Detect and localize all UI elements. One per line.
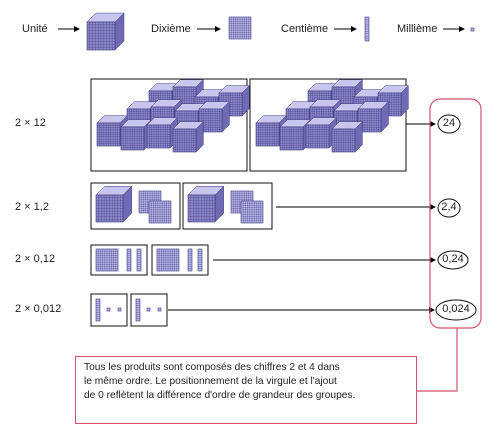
- unit-cube-icon: [120, 119, 152, 151]
- legend-arrow-1: [58, 26, 80, 32]
- product-value-1: 24: [442, 117, 456, 129]
- legend-label-hundredth: Centième: [281, 23, 329, 35]
- unit-cube-icon: [95, 185, 133, 223]
- product-value-2: 2,4: [441, 201, 457, 213]
- product-ellipse-1: [437, 114, 461, 134]
- legend-label-unit: Unité: [22, 23, 48, 35]
- legend-icons: [58, 12, 475, 51]
- unit-cube-group-1: [90, 78, 250, 172]
- unit-cube-icon: [187, 185, 225, 223]
- note-line-1: Tous les produits sont composés des chif…: [84, 362, 340, 373]
- note-connector-line: [417, 328, 458, 392]
- product-value-3: 0,24: [442, 253, 464, 265]
- note-line-3: de 0 reflètent la différence d'ordre de …: [84, 390, 356, 401]
- product-ellipse-3: [437, 250, 469, 270]
- tenth-flat-icon: [156, 248, 180, 272]
- hundredth-rod-icon: [126, 248, 132, 272]
- arrow-row-4: [168, 307, 435, 313]
- unit-cube-icon: [198, 101, 230, 133]
- unit-cube-icon: [357, 101, 389, 133]
- legend-arrow-4: [443, 26, 465, 32]
- unit-cube-group-2: [249, 78, 409, 172]
- product-ellipse-2: [437, 198, 461, 218]
- legend-label-tenth: Dixième: [151, 23, 191, 35]
- tenth-flat-icon: [95, 248, 119, 272]
- tenth-flat-icon: [148, 200, 172, 224]
- products-highlight-box: [429, 98, 482, 329]
- arrows: [168, 121, 436, 313]
- legend-arrow-3: [334, 26, 357, 32]
- thousandth-small-cube-icon: [106, 307, 111, 312]
- row-expression-4: 2 × 0,012: [15, 303, 62, 315]
- thousandth-small-cube-icon: [470, 27, 475, 32]
- hundredths-group-2: [151, 244, 209, 276]
- unit-cube-icon: [255, 115, 287, 147]
- unit-cube-icon: [86, 12, 125, 51]
- thousandth-small-cube-icon: [157, 307, 162, 312]
- tenths-group-2: [182, 182, 273, 230]
- block-groups: [90, 78, 409, 327]
- arrow-row-1: [406, 121, 436, 127]
- hundredth-rod-icon: [187, 248, 193, 272]
- legend-label-thousandth: Millième: [397, 23, 438, 35]
- hundredth-rod-icon: [197, 248, 203, 272]
- thousandth-small-cube-icon: [146, 307, 151, 312]
- note-line-2: le même ordre. Le positionnement de la v…: [84, 376, 337, 387]
- row-expression-2: 2 × 1,2: [15, 201, 49, 213]
- hundredth-rod-icon: [95, 298, 101, 322]
- thousandths-group-2: [130, 293, 168, 327]
- row-expression-3: 2 × 0,12: [15, 253, 56, 265]
- hundredth-rod-icon: [364, 16, 370, 42]
- explanation-note: Tous les produits sont composés des chif…: [75, 356, 417, 424]
- tenth-flat-icon: [240, 200, 264, 224]
- hundredth-rod-icon: [135, 298, 141, 322]
- product-value-4: 0,024: [442, 303, 470, 315]
- tenths-group-1: [90, 182, 181, 230]
- product-ellipse-4: [435, 299, 477, 321]
- hundredth-rod-icon: [136, 248, 142, 272]
- legend-arrow-2: [197, 26, 221, 32]
- unit-cube-icon: [331, 121, 363, 153]
- thousandths-group-1: [90, 293, 128, 327]
- row-expression-1: 2 × 12: [15, 117, 46, 129]
- arrow-row-2: [276, 204, 436, 210]
- tenth-flat-icon: [228, 16, 252, 40]
- arrow-row-3: [213, 257, 436, 263]
- thousandth-small-cube-icon: [117, 307, 122, 312]
- hundredths-group-1: [90, 244, 148, 276]
- unit-cube-icon: [172, 121, 204, 153]
- product-ellipses: [435, 114, 477, 321]
